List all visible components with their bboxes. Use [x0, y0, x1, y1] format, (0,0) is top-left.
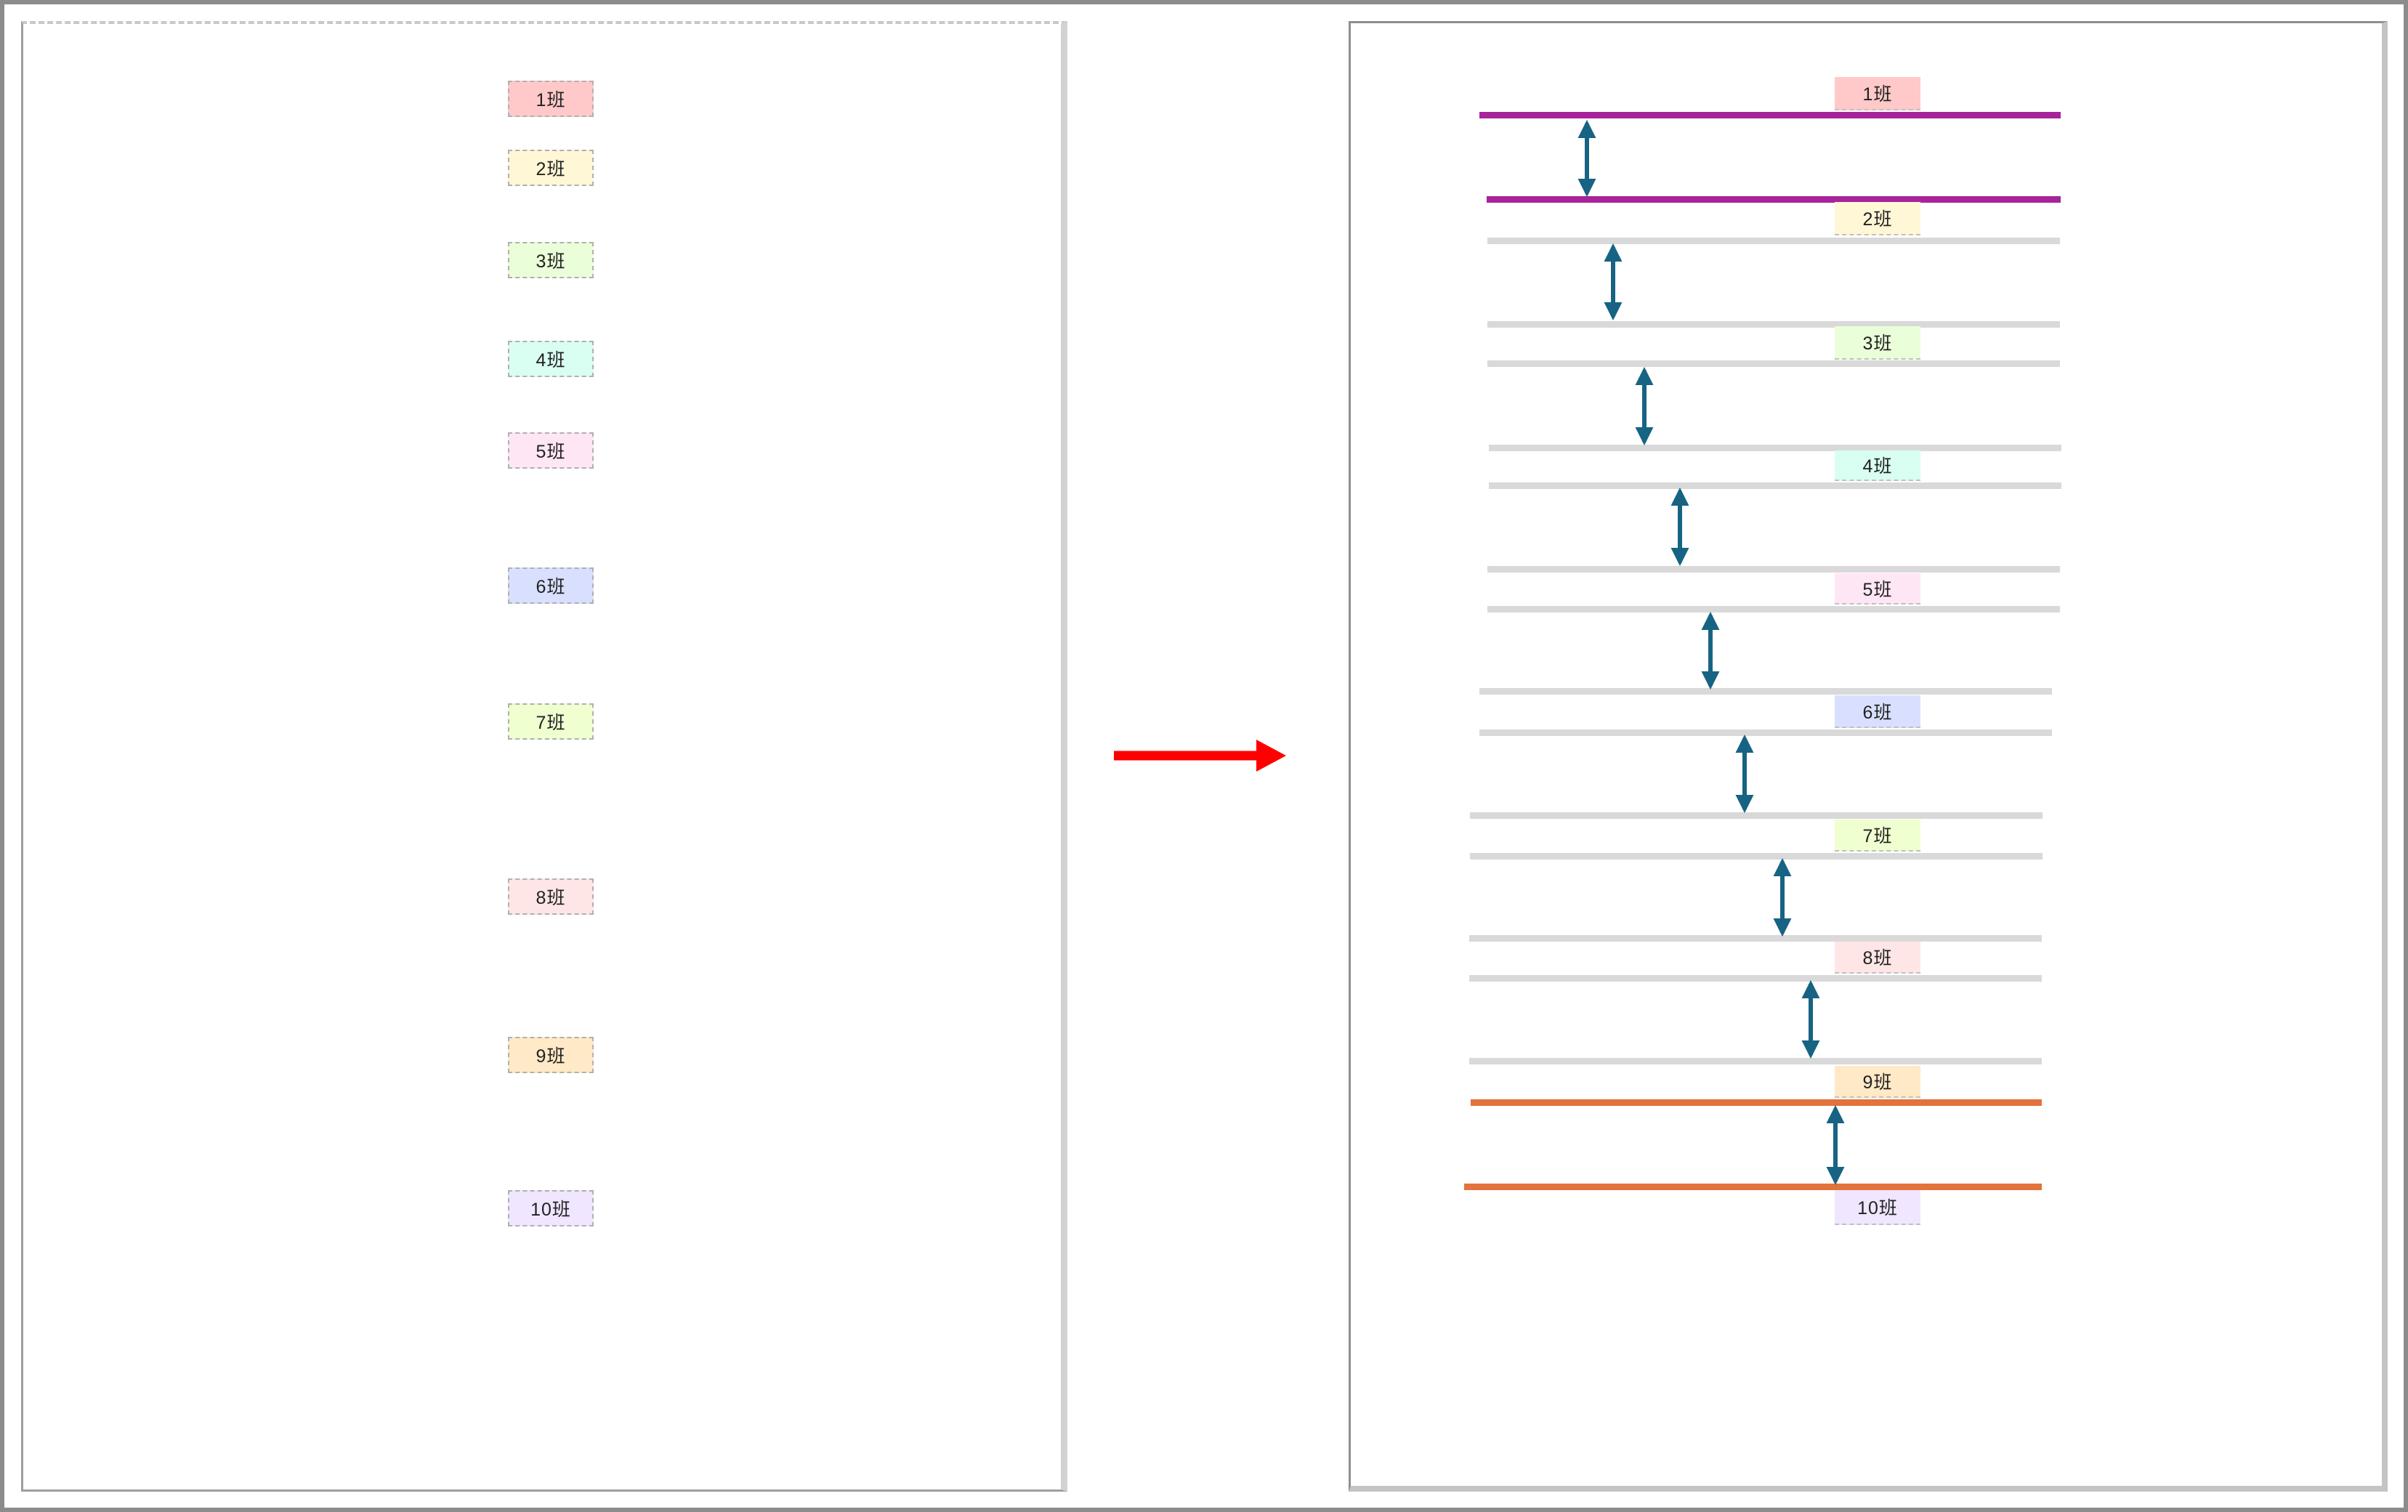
- right-tag-4[interactable]: 4班: [1835, 450, 1920, 481]
- before-panel: 1班 2班 3班 4班 5班 6班 7班 8班 9班 10班: [21, 21, 1067, 1492]
- left-tag-4[interactable]: 4班: [508, 341, 594, 377]
- after-panel: 1班 2班 3班 4班 5班 6班 7班 8班 9班 10班: [1349, 21, 2388, 1492]
- guide-line-6-bottom: [1479, 729, 2052, 736]
- right-tag-2[interactable]: 2班: [1835, 202, 1920, 235]
- guide-line-2-top: [1487, 196, 2061, 203]
- right-tag-9[interactable]: 9班: [1835, 1066, 1920, 1098]
- right-tag-10[interactable]: 10班: [1835, 1190, 1920, 1225]
- guide-line-4-top: [1489, 445, 2061, 451]
- right-tag-8[interactable]: 8班: [1835, 942, 1920, 974]
- left-tag-1[interactable]: 1班: [508, 81, 594, 117]
- guide-line-1-bottom: [1479, 112, 2061, 118]
- left-tag-5[interactable]: 5班: [508, 432, 594, 469]
- left-tag-2[interactable]: 2班: [508, 150, 594, 186]
- guide-line-6-top: [1479, 688, 2052, 695]
- guide-line-4-bottom: [1489, 482, 2061, 489]
- guide-line-7-top: [1470, 812, 2043, 819]
- right-tag-5[interactable]: 5班: [1835, 573, 1920, 605]
- guide-line-5-top: [1487, 566, 2060, 573]
- left-tag-3[interactable]: 3班: [508, 242, 594, 278]
- left-tag-8[interactable]: 8班: [508, 878, 594, 915]
- guide-line-9-bottom: [1471, 1099, 2042, 1106]
- guide-line-3-top: [1487, 321, 2060, 328]
- left-tag-6[interactable]: 6班: [508, 567, 594, 604]
- left-tag-10[interactable]: 10班: [508, 1190, 594, 1226]
- right-tag-3[interactable]: 3班: [1835, 326, 1920, 360]
- guide-line-10-top: [1464, 1184, 2042, 1190]
- guide-line-8-top: [1469, 935, 2042, 942]
- guide-line-8-bottom: [1469, 975, 2042, 982]
- guide-line-9-top: [1469, 1058, 2042, 1064]
- right-tag-1[interactable]: 1班: [1835, 77, 1920, 110]
- guide-line-2-bottom: [1487, 238, 2060, 244]
- guide-line-7-bottom: [1470, 853, 2043, 860]
- guide-line-3-bottom: [1487, 360, 2060, 367]
- right-tag-6[interactable]: 6班: [1835, 695, 1920, 728]
- guide-line-5-bottom: [1487, 606, 2060, 613]
- right-tag-7[interactable]: 7班: [1835, 820, 1920, 852]
- left-tag-9[interactable]: 9班: [508, 1037, 594, 1073]
- left-tag-7[interactable]: 7班: [508, 703, 594, 740]
